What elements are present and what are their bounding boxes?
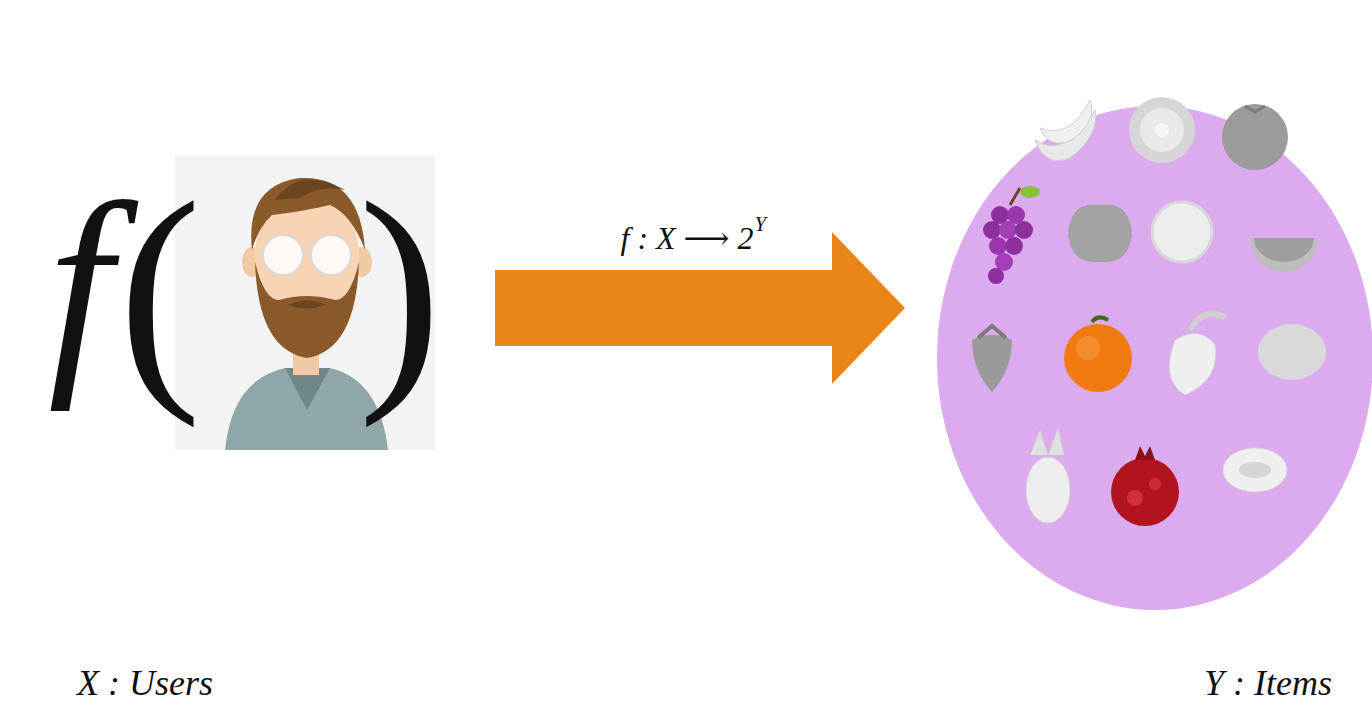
users-label: X : Users	[77, 665, 213, 701]
mapping-arrow	[495, 232, 905, 384]
function-symbol: f	[48, 170, 112, 400]
fruit-icons	[972, 97, 1326, 526]
close-paren: )	[358, 165, 441, 415]
open-paren: (	[118, 165, 201, 415]
items-label: Y : Items	[1204, 665, 1332, 701]
mapping-label: f : X ⟶ 2	[621, 222, 754, 254]
superscript: Y	[754, 214, 766, 235]
items-set	[937, 106, 1372, 610]
